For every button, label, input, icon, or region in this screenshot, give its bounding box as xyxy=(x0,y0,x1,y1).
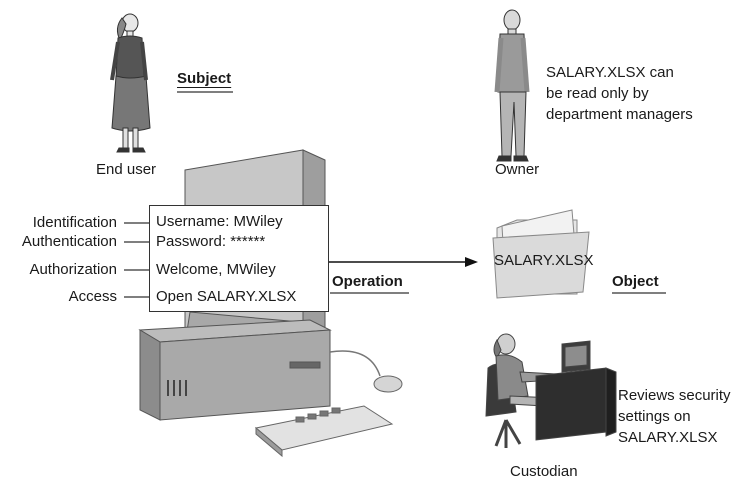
owner-figure-icon xyxy=(494,9,530,162)
operation-heading: Operation xyxy=(332,273,403,290)
custodian-note-line: SALARY.XLSX xyxy=(618,429,718,446)
owner-note-line: SALARY.XLSX can xyxy=(546,64,674,81)
custodian-note-line: Reviews security xyxy=(618,387,731,404)
access-label: Access xyxy=(68,288,117,305)
object-heading: Object xyxy=(612,273,659,290)
authorization-label: Authorization xyxy=(29,261,117,278)
login-screen-box: Username: MWiley Password: ****** Welcom… xyxy=(149,205,329,312)
computer-tower-icon xyxy=(138,319,332,421)
operation-arrow xyxy=(329,257,478,267)
welcome-text: Welcome, MWiley xyxy=(156,261,276,278)
step-connectors xyxy=(124,222,151,298)
owner-label: Owner xyxy=(495,161,540,178)
mouse-icon xyxy=(329,350,403,393)
password-text: Password: ****** xyxy=(156,233,266,250)
custodian-label: Custodian xyxy=(510,463,578,480)
identification-label: Identification xyxy=(32,214,117,231)
username-text: Username: MWiley xyxy=(156,213,283,230)
owner-note-line: be read only by xyxy=(546,85,649,102)
end-user-figure-icon xyxy=(110,13,151,153)
custodian-note-line: settings on xyxy=(618,408,691,425)
folder-file-name: SALARY.XLSX xyxy=(494,252,594,269)
owner-note-line: department managers xyxy=(546,106,693,123)
folder-icon xyxy=(492,209,590,299)
end-user-label: End user xyxy=(96,161,157,178)
keyboard-icon xyxy=(254,405,394,458)
owner-note: SALARY.XLSX can be read only by departme… xyxy=(546,62,736,125)
open-file-text: Open SALARY.XLSX xyxy=(156,288,297,305)
subject-heading: Subject xyxy=(177,70,232,87)
custodian-figure-icon xyxy=(485,333,617,448)
custodian-note: Reviews security settings on SALARY.XLSX xyxy=(618,385,743,448)
authentication-label: Authentication xyxy=(21,233,117,250)
